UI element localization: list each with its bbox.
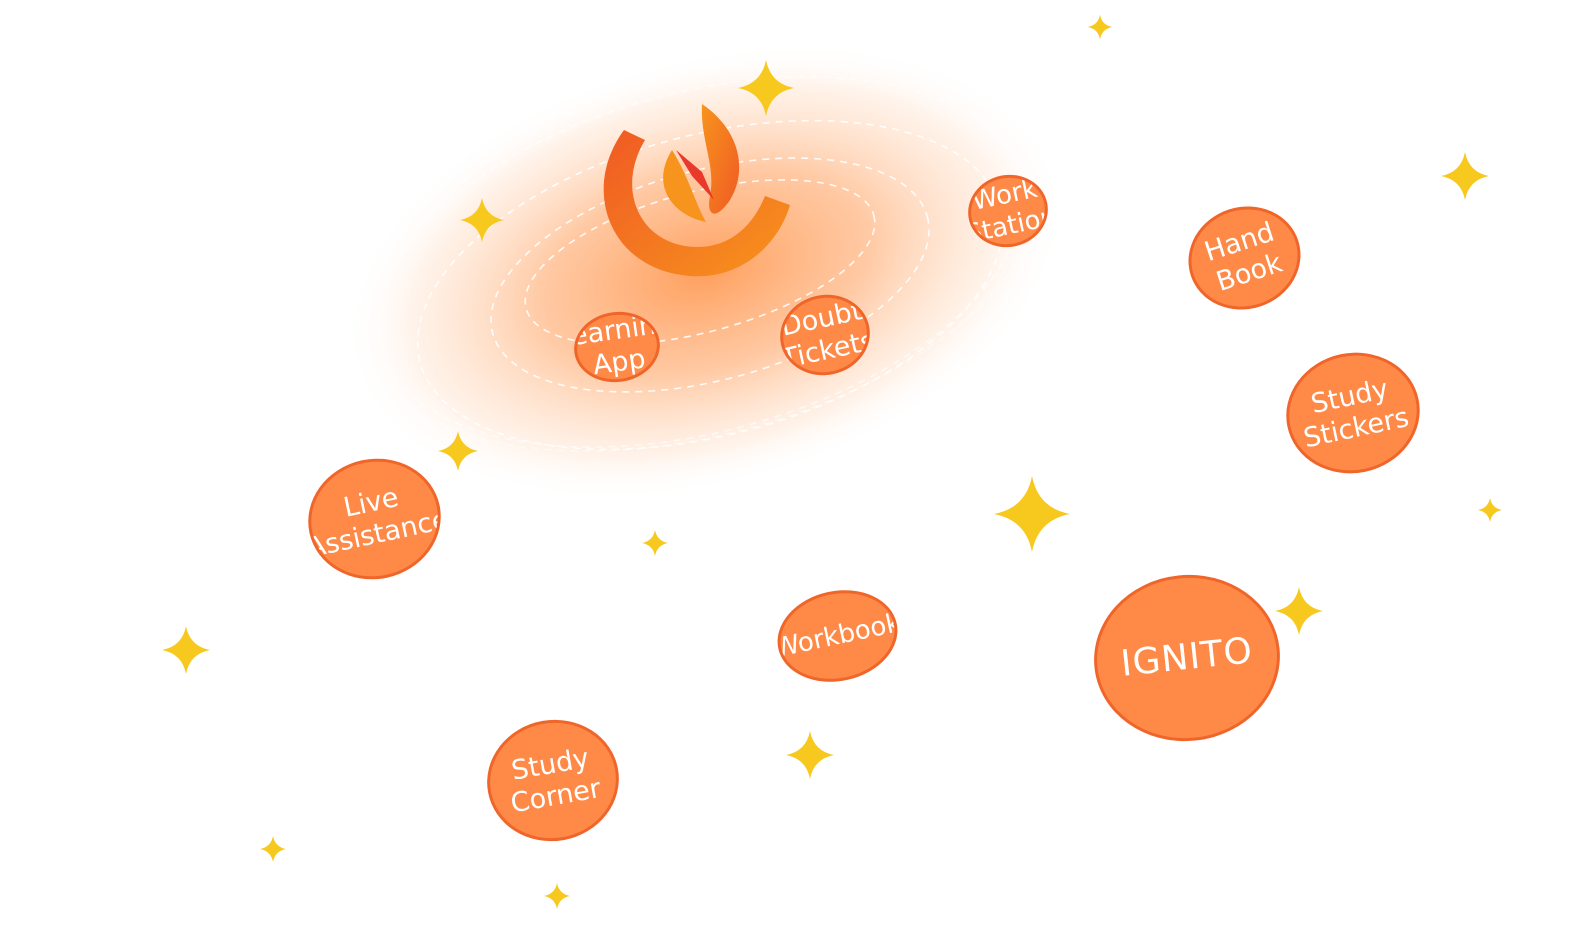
node-label: Hand Book xyxy=(1200,216,1287,298)
sparkle-icon xyxy=(642,530,668,556)
node-label: Workbook xyxy=(771,607,904,664)
node-label: Live Assistance xyxy=(304,482,452,565)
ignito-flame-logo-icon xyxy=(603,104,790,277)
sparkle-icon xyxy=(1478,498,1502,522)
node-label: Study Corner xyxy=(508,742,604,819)
sparkle-icon xyxy=(1088,15,1112,39)
node-label: Study Stickers xyxy=(1300,373,1412,455)
sparkle-icon xyxy=(738,60,794,116)
sparkle-icon xyxy=(1441,152,1489,200)
sparkle-icon xyxy=(544,883,570,909)
sparkle-icon xyxy=(460,198,504,242)
sparkle-icon xyxy=(260,836,286,862)
node-label: IGNITO xyxy=(1118,629,1255,685)
sparkle-icon xyxy=(162,626,210,674)
sparkle-icon xyxy=(438,431,478,471)
sparkle-icon xyxy=(1275,587,1323,635)
sparkles xyxy=(162,15,1502,909)
sparkle-icon xyxy=(786,731,834,779)
sparkle-icon xyxy=(994,476,1070,552)
